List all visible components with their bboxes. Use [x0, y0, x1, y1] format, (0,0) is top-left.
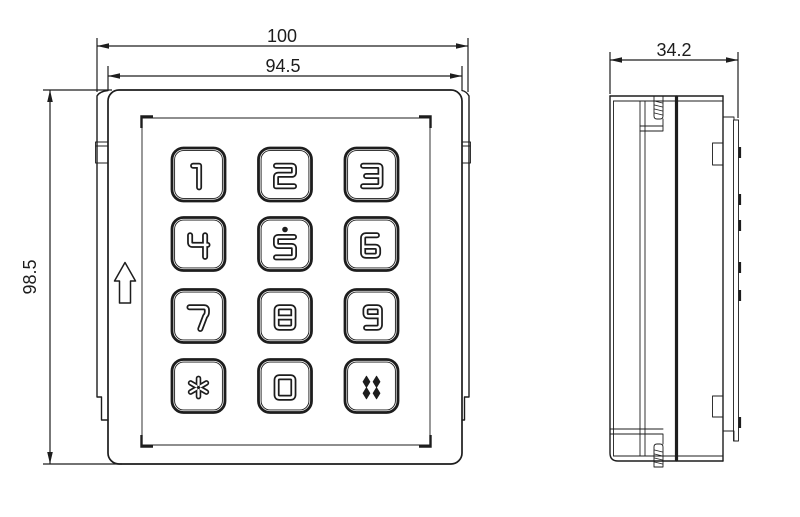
key-glyph-9 [362, 304, 383, 331]
key-5 [257, 216, 313, 272]
key-glyph-hash [362, 375, 381, 400]
dim-arrow-bottom [47, 452, 53, 464]
dim-overall-width: 100 [96, 26, 469, 92]
up-arrow-icon [113, 261, 137, 304]
key-4 [170, 216, 227, 272]
mounting-clip-bottom [609, 428, 664, 468]
key-glyph-0 [273, 374, 297, 401]
key-hash [343, 358, 400, 414]
flange-tabs [738, 147, 742, 428]
key-glyph-7 [186, 304, 210, 332]
front-flange [712, 116, 742, 442]
mounting-clip-top [639, 95, 664, 132]
keypad-keys [170, 146, 400, 414]
tactile-dot [282, 226, 288, 233]
dim-arrow-right [450, 73, 462, 79]
front-frame [107, 89, 463, 465]
dim-overall-height-label: 98.5 [20, 259, 40, 294]
key-7 [170, 288, 227, 344]
key-glyph-3 [360, 162, 384, 190]
key-glyph-star [187, 375, 210, 400]
dim-panel-width: 94.5 [107, 56, 463, 90]
dim-arrow-left [108, 73, 120, 79]
key-glyph-8 [273, 304, 297, 331]
key-glyph-2 [272, 162, 298, 190]
mounting-strip-left [95, 89, 109, 421]
side-view: 34.2 [609, 40, 742, 468]
latch-bottom [712, 395, 724, 418]
key-0 [257, 358, 313, 414]
key-3 [343, 146, 400, 203]
dim-arrow-right [726, 57, 738, 63]
key-glyph-5 [272, 233, 298, 261]
dim-overall-height: 98.5 [20, 89, 122, 465]
key-9 [343, 288, 400, 344]
dim-panel-width-label: 94.5 [265, 56, 300, 76]
key-glyph-1 [190, 162, 203, 191]
mounting-strip-right [461, 89, 471, 421]
dim-arrow-left [610, 57, 622, 63]
panel-corner-marks [140, 115, 432, 448]
key-star [170, 358, 227, 414]
latch-top [712, 142, 724, 166]
dim-overall-width-label: 100 [267, 26, 297, 46]
side-body [609, 95, 724, 462]
dim-arrow-top [47, 90, 53, 102]
key-glyph-4 [187, 232, 211, 260]
dim-depth: 34.2 [609, 40, 739, 118]
key-2 [257, 146, 313, 203]
dim-arrow-right [456, 43, 468, 49]
key-8 [257, 288, 313, 344]
front-view: 100 94.5 98.5 [20, 26, 471, 465]
key-1 [170, 146, 227, 203]
keypad-panel [141, 117, 431, 446]
dim-depth-label: 34.2 [656, 40, 691, 60]
key-6 [343, 216, 400, 272]
key-glyph-6 [360, 232, 382, 259]
dim-arrow-left [97, 43, 109, 49]
